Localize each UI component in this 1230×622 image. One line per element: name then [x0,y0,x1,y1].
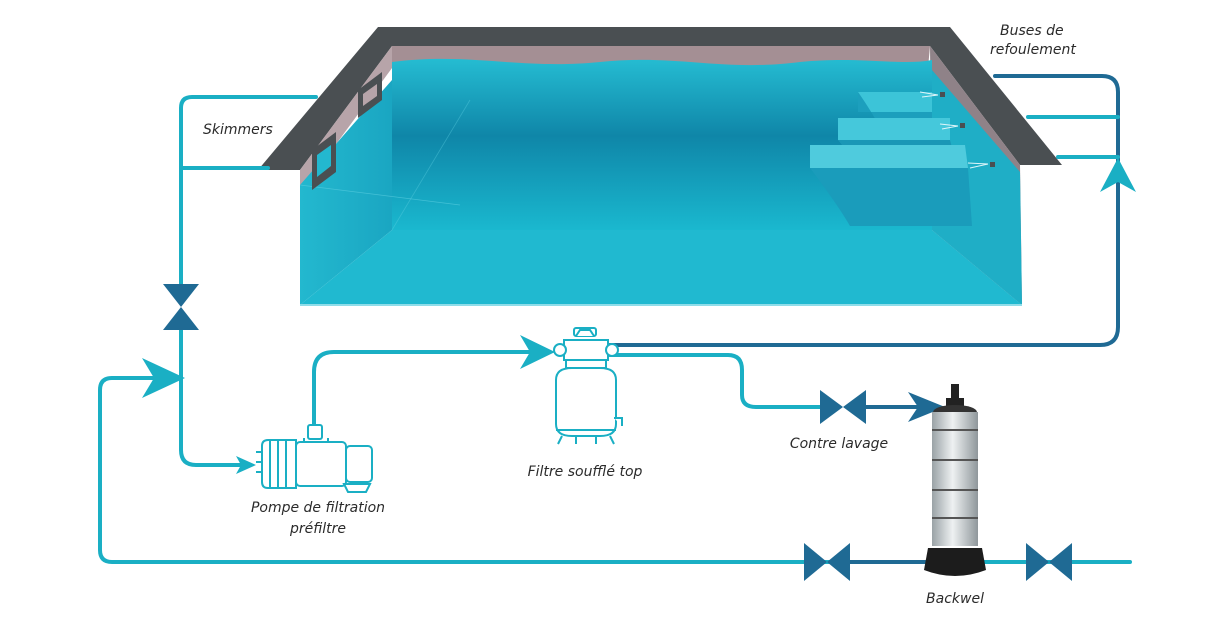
valve-bottom-right [1026,543,1072,581]
pipes [98,74,1132,564]
pool-left-wall [300,46,392,305]
label-backwel: Backwel [926,591,984,607]
arrow-up-return [1100,158,1136,192]
return-jets [919,91,995,169]
label-pump-line2: préfiltre [289,521,347,537]
label-pump-line1: Pompe de filtration [250,500,386,516]
pipe-pump-to-filter [312,350,550,432]
label-backwash: Contre lavage [789,436,889,452]
valve-backwash [820,390,866,424]
skimmer-2 [312,132,336,190]
pipe-bottom-return [98,376,942,564]
pump-illustration [256,424,373,493]
pool [258,27,1062,306]
filter-illustration [553,327,623,445]
pool-steps [810,92,972,226]
pipe-return [608,74,1120,347]
pipe-backwash [608,353,822,409]
pool-floor [300,230,1022,305]
flow-arrows [142,158,1136,474]
arrow-to-filter [520,335,555,369]
backwel-illustration [924,384,986,576]
pipe-to-pump [179,328,252,467]
label-buses-line1: Buses de [1000,23,1064,39]
arrow-to-backwel [908,392,945,422]
pool-right-wall-water [932,70,1022,305]
valve-bottom-left [804,543,850,581]
pool-back-wall [392,46,930,68]
skimmer-1 [358,72,382,118]
valve-skimmer [163,284,199,330]
arrow-left-loop [142,358,185,398]
pipe-skimmer-upper [179,95,318,292]
label-filter: Filtre soufflé top [527,464,643,480]
label-skimmers: Skimmers [203,122,273,138]
pool-water-surface [392,58,932,231]
label-buses-line2: refoulement [990,42,1076,58]
valves [163,284,1072,581]
arrow-to-pump [236,456,256,474]
